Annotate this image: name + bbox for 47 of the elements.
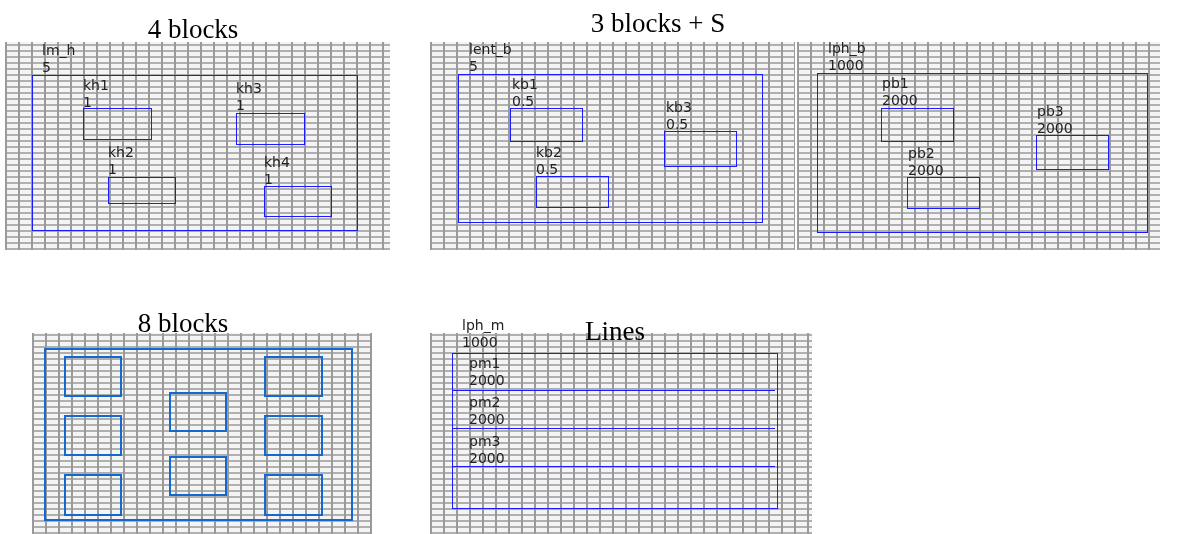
block-name: lph_m xyxy=(462,318,505,332)
block-value: 1 xyxy=(83,95,92,109)
rectangle-outline xyxy=(44,348,353,521)
block-name: pm1 xyxy=(469,356,501,370)
block-name: kh4 xyxy=(264,155,290,169)
block-name: lph_b xyxy=(828,41,866,55)
block-name: kh3 xyxy=(236,81,262,95)
block-value: 2000 xyxy=(469,451,505,465)
rectangle-outline xyxy=(169,456,227,496)
block-name: lm_h xyxy=(42,43,76,57)
rectangle-outline xyxy=(64,415,122,456)
block-name: pb1 xyxy=(882,76,909,90)
block-value: 5 xyxy=(42,60,51,74)
block-name: pm2 xyxy=(469,395,501,409)
block-value: 0.5 xyxy=(512,94,535,108)
rectangle-outline xyxy=(264,415,323,456)
rectangle-outline xyxy=(264,474,323,516)
rectangle-outline xyxy=(64,356,122,397)
block-value: 2000 xyxy=(469,373,505,387)
block-value: 2000 xyxy=(908,163,944,177)
block-name: kb3 xyxy=(666,100,692,114)
block-value: 1000 xyxy=(462,335,498,349)
rectangle-outline xyxy=(264,356,323,397)
block-value: 0.5 xyxy=(666,117,689,131)
block-name: pb3 xyxy=(1037,104,1064,118)
block-value: 1 xyxy=(108,162,117,176)
block-value: 2000 xyxy=(882,93,918,107)
block-name: lent_b xyxy=(469,42,512,56)
panel-title: Lines xyxy=(585,318,645,345)
rectangle-outline xyxy=(64,474,122,516)
block-name: pm3 xyxy=(469,434,501,448)
panel-title: 8 blocks xyxy=(137,310,229,337)
block-value: 2000 xyxy=(1037,121,1073,135)
block-value: 0.5 xyxy=(536,162,559,176)
block-value: 1000 xyxy=(828,58,864,72)
panel-title: 4 blocks xyxy=(147,16,239,43)
panel-title: 3 blocks + S xyxy=(590,10,726,37)
block-name: kb2 xyxy=(536,145,562,159)
block-value: 5 xyxy=(469,59,478,73)
block-value: 1 xyxy=(264,172,273,186)
block-value: 2000 xyxy=(469,412,505,426)
block-name: kb1 xyxy=(512,77,538,91)
block-value: 1 xyxy=(236,98,245,112)
rectangle-outline xyxy=(169,392,227,432)
block-name: kh1 xyxy=(83,78,109,92)
block-name: kh2 xyxy=(108,145,134,159)
block-name: pb2 xyxy=(908,146,935,160)
